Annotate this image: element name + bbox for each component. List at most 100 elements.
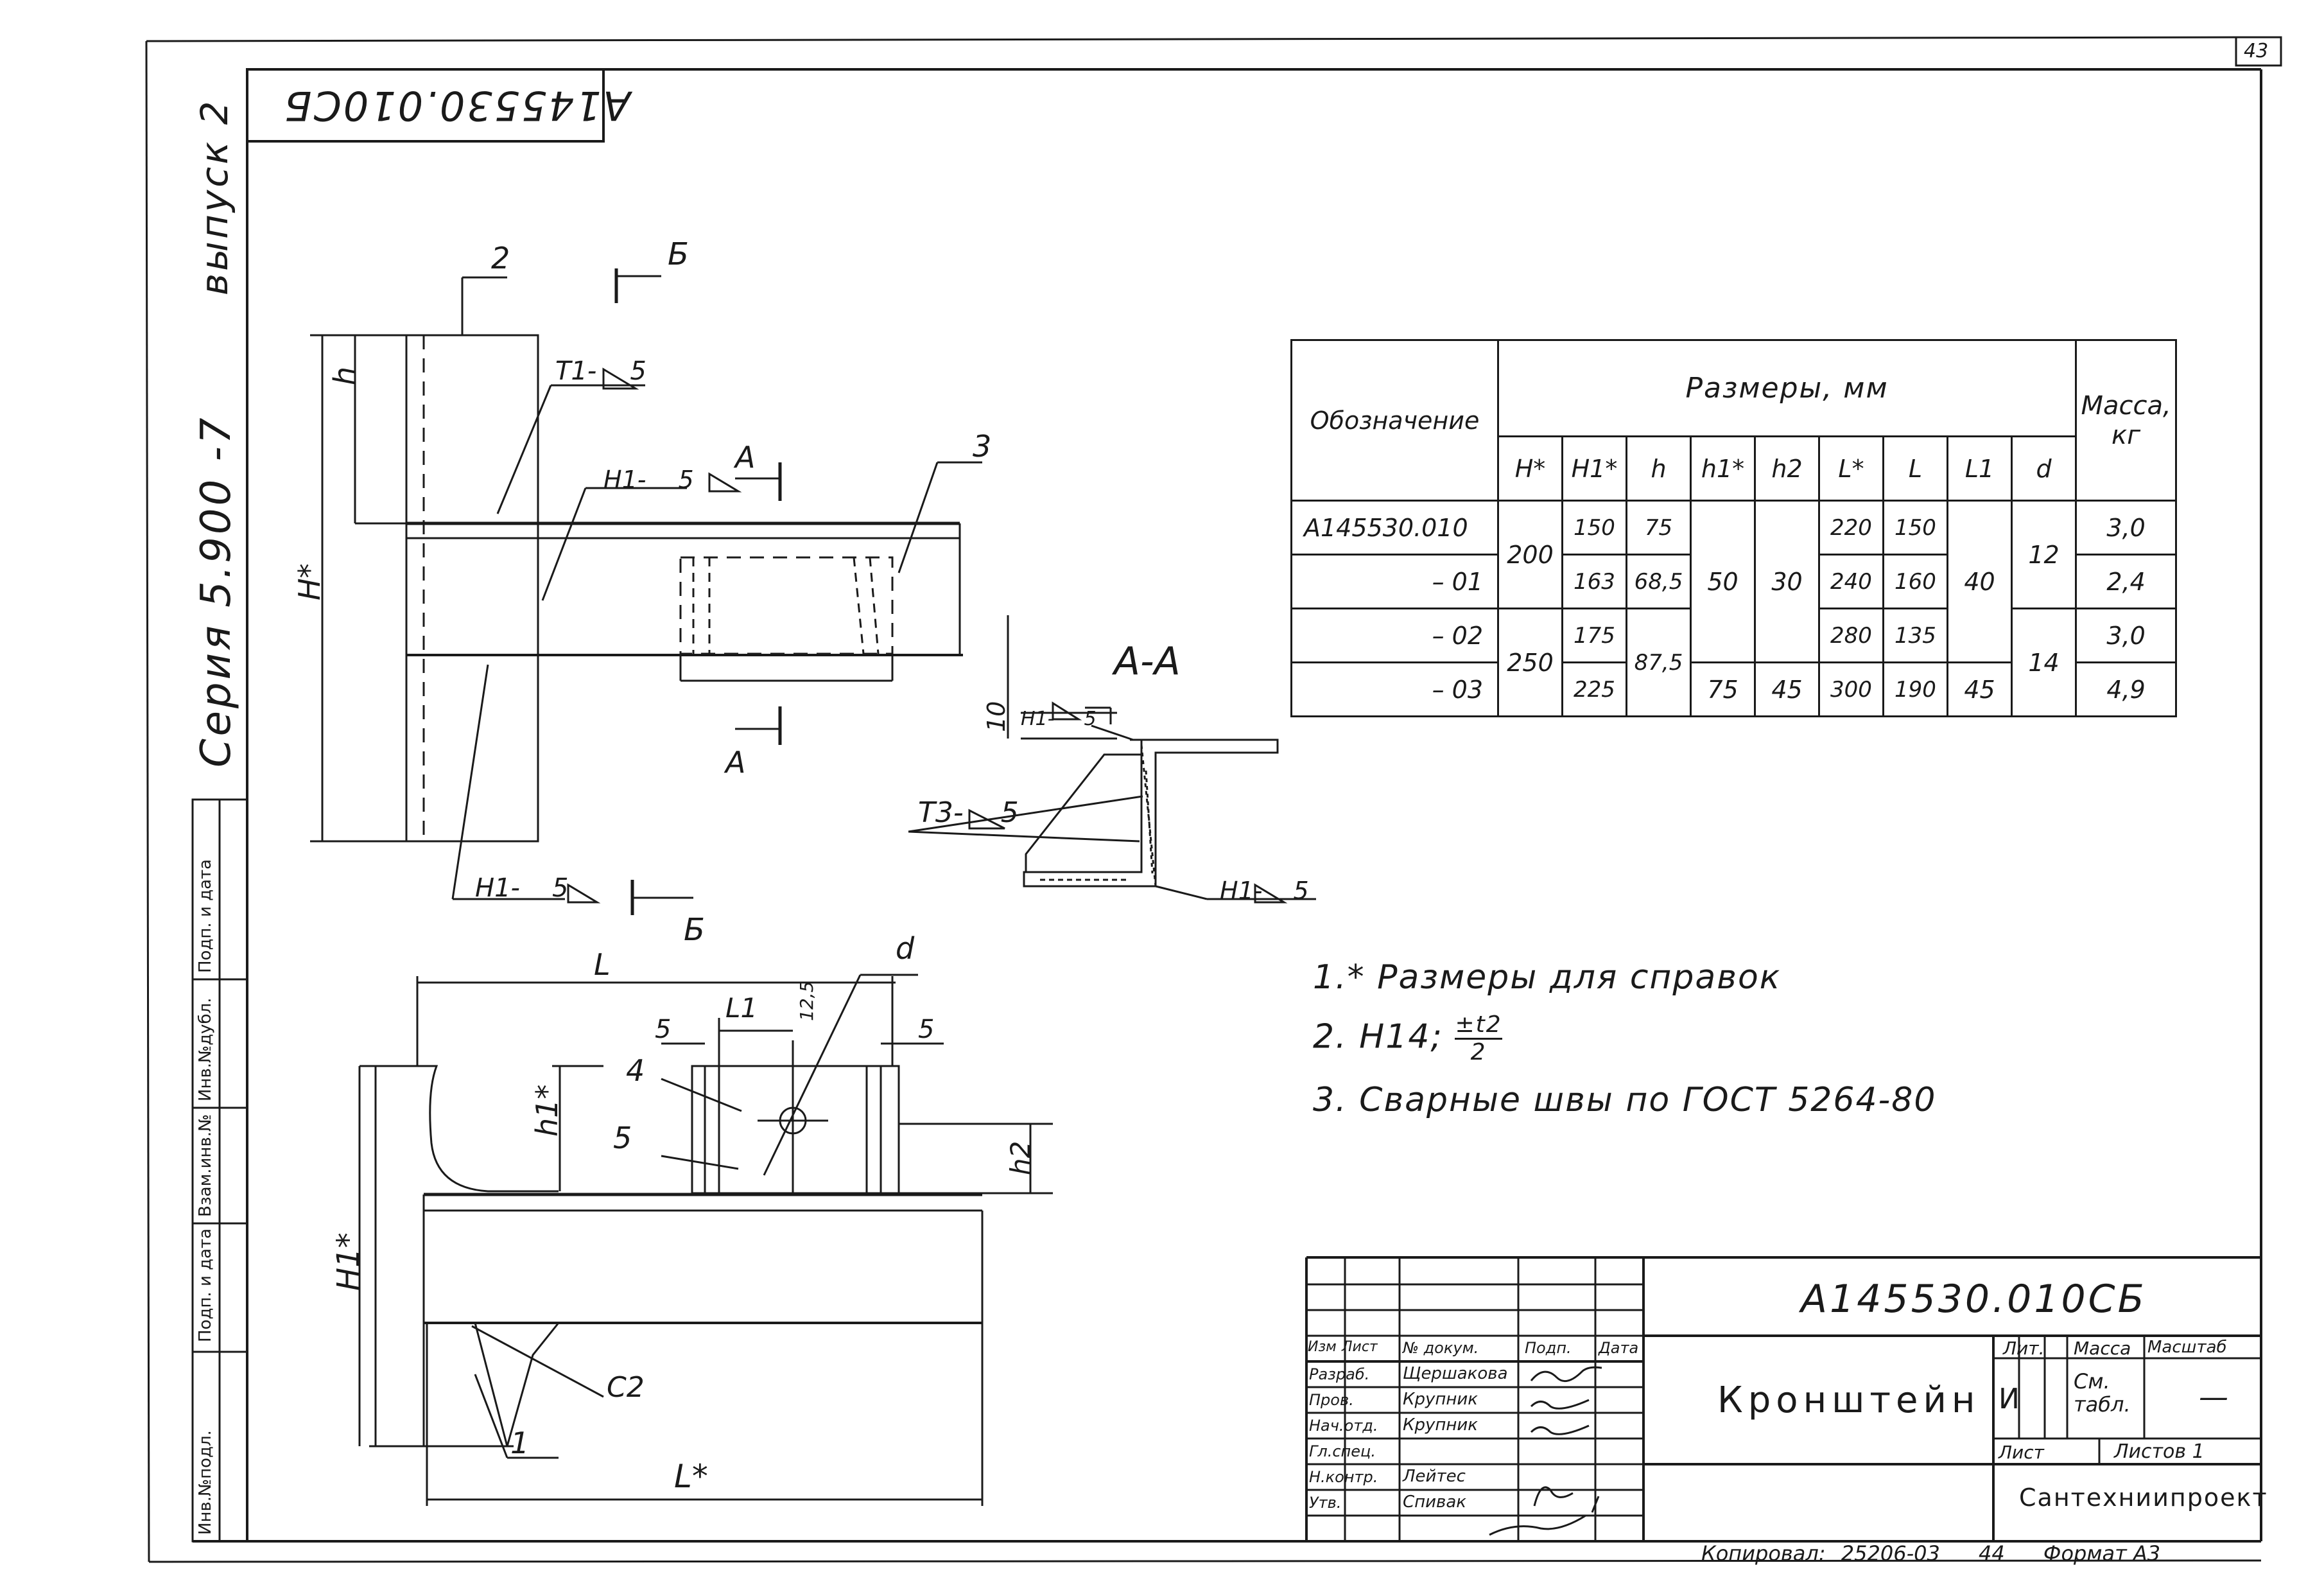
cut-b-top: Б bbox=[668, 236, 689, 272]
cut-b-bottom: Б bbox=[684, 912, 705, 948]
tb-role-checked: Пров. bbox=[1309, 1391, 1354, 1409]
tb-sheet-label: Лист bbox=[1999, 1442, 2044, 1463]
dimensions-table: Обозначение Размеры, мм Масса, кг Н* Н1*… bbox=[1290, 339, 2178, 717]
tb-organization: Сантехниипроект bbox=[2019, 1483, 2268, 1512]
col-h: h bbox=[1626, 435, 1692, 502]
dim-d: d bbox=[896, 931, 915, 966]
footer-copied: Копировал: bbox=[1701, 1541, 1826, 1566]
cell-h1s: 163 bbox=[1561, 554, 1627, 609]
dim-h1-star: h1* bbox=[530, 1084, 564, 1137]
row-designation: А145530.010 bbox=[1290, 500, 1499, 555]
weld-h1-section-bottom-size: 5 bbox=[1293, 877, 1309, 905]
tb-role-developer: Разраб. bbox=[1309, 1365, 1370, 1383]
col-d: d bbox=[2010, 435, 2077, 502]
row-designation: – 01 bbox=[1290, 554, 1499, 609]
table-row: – 03 225 75 45 300 190 45 4,9 bbox=[1290, 661, 2178, 717]
header-mass: Масса, кг bbox=[2075, 339, 2178, 502]
cell-Ls: 240 bbox=[1818, 554, 1884, 609]
tb-name-norm-control: Лейтес bbox=[1403, 1467, 1466, 1486]
dim-L1: L1 bbox=[725, 992, 758, 1024]
footer-copy-number: 25206-03 bbox=[1841, 1541, 1940, 1566]
note-1: 1.* Размеры для справок bbox=[1313, 958, 1782, 997]
header-designation: Обозначение bbox=[1290, 339, 1499, 502]
cell-Ls: 220 bbox=[1818, 500, 1884, 555]
note-2-denominator: 2 bbox=[1470, 1039, 1487, 1065]
tb-role-head: Нач.отд. bbox=[1309, 1417, 1378, 1435]
cell-H-200: 200 bbox=[1497, 500, 1563, 609]
weld-t3-size: 5 bbox=[1000, 796, 1019, 829]
note-2-text: 2. Н14; bbox=[1313, 1017, 1443, 1056]
col-h2: h2 bbox=[1754, 435, 1820, 502]
row-designation: – 03 bbox=[1290, 661, 1499, 717]
tb-lit-label: Лит. bbox=[2003, 1338, 2045, 1359]
stamp-field-replace-inv: Взам.инв.№ bbox=[196, 1114, 215, 1217]
tb-role-chief-spec: Гл.спец. bbox=[1309, 1442, 1376, 1460]
tb-header-izm: Изм bbox=[1308, 1339, 1337, 1355]
weld-t3: Т3- 5 bbox=[918, 796, 1019, 829]
footer: Копировал: 25206-03 44 Формат А3 bbox=[1701, 1541, 2160, 1566]
tb-name-developer: Щершакова bbox=[1403, 1364, 1508, 1383]
cell-h1s: 225 bbox=[1561, 661, 1627, 717]
cell-h1-75: 75 bbox=[1690, 661, 1756, 717]
weld-h1-section-size: 5 bbox=[1084, 708, 1097, 730]
cell-mass: 3,0 bbox=[2075, 500, 2178, 555]
tb-role-norm-control: Н.контр. bbox=[1309, 1468, 1378, 1486]
table-row: – 02 250 175 87,5 280 135 14 3,0 bbox=[1290, 608, 2178, 717]
tb-name-approved: Спивак bbox=[1403, 1492, 1467, 1512]
callout-4: 4 bbox=[626, 1053, 645, 1088]
tb-mass-label: Масса bbox=[2074, 1338, 2131, 1359]
stamp-field-dup-inv: Инв.№дубл. bbox=[196, 997, 215, 1101]
dim-L: L bbox=[594, 947, 611, 982]
tb-sheets-label: Листов 1 bbox=[2114, 1440, 2205, 1463]
dim-gap-right: 5 bbox=[918, 1015, 935, 1044]
dim-chamfer: С2 bbox=[607, 1371, 645, 1404]
tb-name-checked: Крупник bbox=[1403, 1390, 1478, 1409]
notes: 1.* Размеры для справок 2. Н14; ±t2 2 3.… bbox=[1313, 958, 1936, 1119]
tb-role-approved: Утв. bbox=[1309, 1494, 1342, 1512]
weld-t3-code: Т3- bbox=[918, 796, 964, 829]
cell-h: 68,5 bbox=[1626, 554, 1692, 609]
issue-label: выпуск 2 bbox=[193, 98, 236, 295]
cell-mass: 3,0 bbox=[2075, 608, 2178, 663]
weld-h1-section-code: Н1- bbox=[1021, 708, 1055, 730]
dim-gap-left: 5 bbox=[655, 1015, 672, 1044]
cell-h1s: 150 bbox=[1561, 500, 1627, 555]
dim-h: h bbox=[327, 366, 362, 385]
dim-flange-10: 10 bbox=[982, 701, 1010, 732]
tb-scale-label: Масштаб bbox=[2147, 1338, 2227, 1357]
cell-mass: 4,9 bbox=[2075, 661, 2178, 717]
cell-h2-30: 30 bbox=[1754, 500, 1820, 663]
dim-H1-star: Н1* bbox=[331, 1232, 367, 1291]
tb-header-sign: Подп. bbox=[1525, 1339, 1572, 1357]
col-h1-star: h1* bbox=[1690, 435, 1756, 502]
cell-h: 75 bbox=[1626, 500, 1692, 555]
cell-Ls: 300 bbox=[1818, 661, 1884, 717]
series-label: Серия 5.900 -7 bbox=[193, 415, 240, 768]
footer-format: Формат А3 bbox=[2043, 1541, 2161, 1566]
table-row: – 01 163 68,5 240 160 2,4 bbox=[1290, 554, 2178, 609]
tb-name-head: Крупник bbox=[1403, 1415, 1478, 1435]
col-L: L bbox=[1882, 435, 1948, 502]
note-2-fraction: ±t2 2 bbox=[1455, 1012, 1502, 1065]
cell-L: 190 bbox=[1882, 661, 1948, 717]
weld-t1: Т1-5 bbox=[555, 356, 646, 386]
title-block: А145530.010СБ Кронштейн Лит. Масса Масшт… bbox=[1306, 1257, 2267, 1540]
dim-hole-offset: 12,5 bbox=[796, 981, 817, 1021]
tb-header-list: Лист bbox=[1342, 1339, 1378, 1355]
cell-d-14: 14 bbox=[2010, 608, 2077, 717]
tb-header-doc: № докум. bbox=[1403, 1339, 1479, 1357]
callout-5: 5 bbox=[613, 1121, 632, 1155]
row-designation: – 02 bbox=[1290, 608, 1499, 663]
tb-header-date: Дата bbox=[1599, 1339, 1639, 1357]
tb-scale-value: — bbox=[2199, 1379, 2228, 1414]
weld-h1-section: Н1- 5 bbox=[1021, 708, 1097, 730]
dim-h2: h2 bbox=[1005, 1141, 1036, 1175]
tb-title: Кронштейн bbox=[1717, 1379, 1981, 1421]
tb-mass-value: См. табл. bbox=[2074, 1369, 2131, 1417]
col-L1: L1 bbox=[1947, 435, 2013, 502]
cell-h1s: 175 bbox=[1561, 608, 1627, 663]
weld-h1-section-bottom-code: Н1- bbox=[1220, 877, 1263, 905]
col-H1-star: Н1* bbox=[1561, 435, 1627, 502]
col-H-star: Н* bbox=[1497, 435, 1563, 502]
